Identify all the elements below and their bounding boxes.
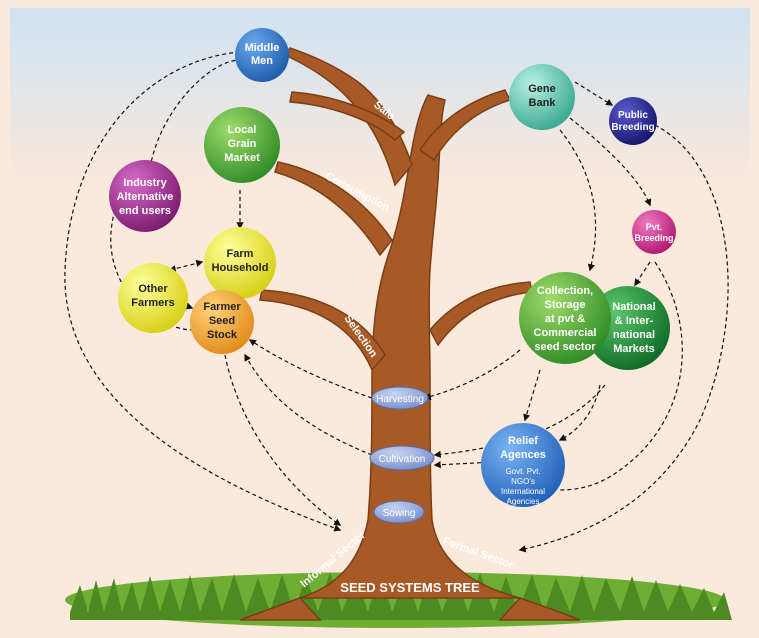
label: Men [251, 55, 273, 67]
label: Markets [613, 343, 655, 355]
label: Stock [207, 329, 238, 341]
label: Agences [500, 449, 546, 461]
label: Collection, [537, 285, 593, 297]
diagram-title: SEED SYSTEMS TREE [340, 580, 480, 595]
tree [239, 47, 581, 621]
node-industry: Industry Alternative end users [109, 160, 181, 232]
label: Cultivation [379, 454, 426, 465]
label: Public [618, 110, 648, 121]
label: National [612, 301, 655, 313]
node-farm-household: Farm Household [204, 227, 276, 299]
label: Govt. Pvt. [505, 467, 540, 476]
label: Farmer [203, 301, 241, 313]
label: Local [228, 124, 257, 136]
label: Grain [228, 138, 257, 150]
label: International [501, 487, 545, 496]
label: Gene [528, 83, 556, 95]
stage-cultivation: Cultivation [369, 445, 435, 471]
node-public-breeding: Public Breeding [609, 97, 657, 145]
node-local-grain-market: Local Grain Market [204, 107, 280, 183]
label: Middle [245, 42, 280, 54]
node-farmer-seed-stock: Farmer Seed Stock [190, 290, 254, 354]
label: Storage [545, 299, 586, 311]
node-other-farmers: Other Farmers [118, 263, 188, 333]
label: at pvt & [545, 313, 585, 325]
label: & Inter- [615, 315, 654, 327]
label: Farm [227, 248, 254, 260]
label: Pvt. [646, 222, 663, 232]
label: Harvesting [376, 394, 424, 405]
label: Alternative [117, 191, 174, 203]
node-middle-men: Middle Men [235, 28, 289, 82]
label: Relief [508, 435, 538, 447]
label: Seed [209, 315, 235, 327]
stage-harvesting: Harvesting [371, 386, 429, 410]
node-gene-bank: Gene Bank [509, 64, 575, 130]
label: Commercial [534, 327, 597, 339]
label: national [613, 329, 655, 341]
label: Farmers [131, 297, 174, 309]
node-relief-agencies: Relief Agences Govt. Pvt. NGO's Internat… [481, 423, 565, 507]
label: Household [212, 262, 269, 274]
node-pvt-breeding: Pvt. Breeding [632, 210, 676, 254]
label: Breeding [611, 122, 654, 133]
label: seed sector [534, 341, 596, 353]
label: Other [138, 283, 168, 295]
label: Sowing [383, 508, 416, 519]
label: Bank [529, 97, 557, 109]
label: Breeding [634, 233, 673, 243]
label: end users [119, 205, 171, 217]
label: NGO's [511, 477, 535, 486]
label: Market [224, 152, 260, 164]
label: Agencies [507, 497, 540, 506]
stage-sowing: Sowing [373, 500, 425, 524]
label: Industry [123, 177, 167, 189]
node-collection: Collection, Storage at pvt & Commercial … [519, 272, 611, 364]
